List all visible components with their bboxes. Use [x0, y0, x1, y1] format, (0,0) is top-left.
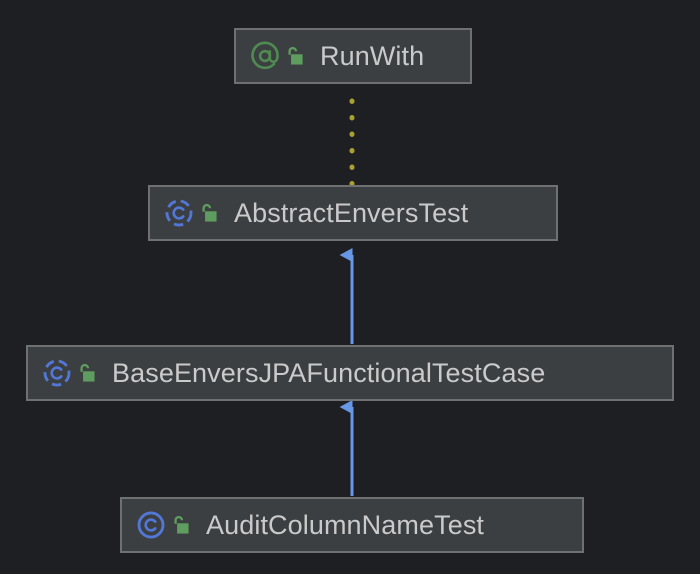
uml-node-label: RunWith [320, 40, 425, 71]
uml-node-label: BaseEnversJPAFunctionalTestCase [112, 357, 546, 388]
uml-node-runwith[interactable]: RunWith [234, 28, 472, 84]
uml-node-label: AuditColumnNameTest [206, 509, 485, 540]
uml-node-abstractenverstest[interactable]: AbstractEnversTest [148, 185, 558, 241]
public-unlocked-icon [202, 203, 217, 222]
annotation-at-icon [251, 41, 279, 70]
uml-node-baseenversjpafunctionaltestcase[interactable]: BaseEnversJPAFunctionalTestCase [26, 345, 674, 401]
class-icon [137, 511, 165, 539]
abstract-class-icon [165, 199, 193, 227]
public-unlocked-icon [288, 46, 303, 65]
abstract-class-icon [43, 359, 71, 387]
public-unlocked-icon [174, 515, 189, 534]
uml-node-label: AbstractEnversTest [234, 197, 469, 228]
uml-node-auditcolumnnametest[interactable]: AuditColumnNameTest [120, 497, 584, 553]
public-unlocked-icon [80, 363, 95, 382]
